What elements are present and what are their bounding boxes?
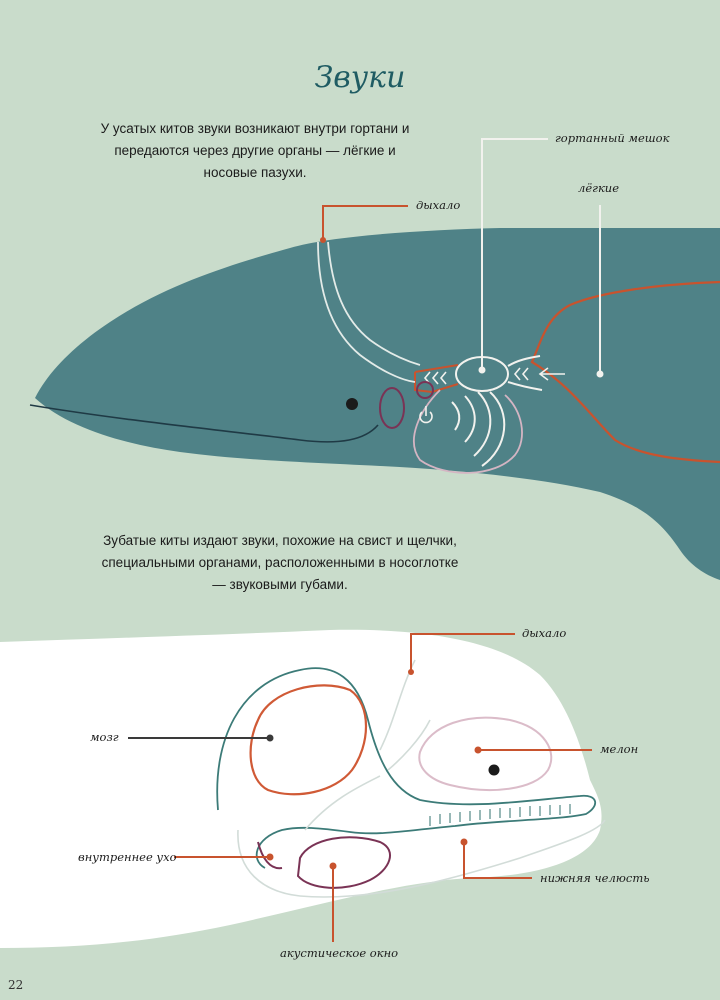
larynx-small-circle <box>416 381 434 399</box>
baleen-whale-mouthline <box>29 404 379 443</box>
rotation-symbol <box>419 406 433 424</box>
label-laryngeal-sac: гортанный мешок <box>555 131 670 145</box>
page-title: Звуки <box>314 60 406 95</box>
toothed-whale-eye <box>488 764 500 776</box>
acoustic-window-dot <box>329 862 337 870</box>
blowhole-leader-bottom <box>410 633 515 672</box>
label-brain: мозг <box>90 730 119 744</box>
label-blowhole-baleen: дыхало <box>416 198 461 212</box>
skull-outline <box>216 667 596 869</box>
page-number: 22 <box>8 978 24 992</box>
toothed-whale-body <box>0 629 602 948</box>
label-melon: мелон <box>600 742 639 756</box>
brain-dot <box>266 734 274 742</box>
label-inner-ear: внутреннее ухо <box>78 850 177 864</box>
lungs-dot <box>596 370 604 378</box>
teeth-row <box>429 804 571 826</box>
laryngeal-leader <box>481 138 548 370</box>
lower-jaw-dot <box>460 838 468 846</box>
baleen-ear-shape <box>379 387 405 429</box>
blowhole-leader-top <box>322 205 408 240</box>
label-blowhole-toothed: дыхало <box>522 626 567 640</box>
blowhole-dot-bottom <box>408 669 414 675</box>
toothed-whale-paragraph: Зубатые киты издают звуки, похожие на св… <box>101 533 459 592</box>
inner-ear-shape <box>257 841 283 870</box>
inner-ear-dot <box>266 853 274 861</box>
blowhole-dot-top <box>320 237 326 243</box>
lungs-outline <box>530 280 720 464</box>
label-acoustic-window: акустическое окно <box>280 946 399 960</box>
melon-shape <box>418 716 553 791</box>
laryngeal-dot <box>478 366 486 374</box>
laryngeal-outline <box>414 364 459 394</box>
baleen-whale-body <box>35 228 720 580</box>
brain-shape <box>249 684 368 796</box>
nasal-passage-lines <box>317 241 421 383</box>
sound-arrows <box>423 367 565 385</box>
acoustic-window-shape <box>296 836 392 889</box>
sinus-outline <box>413 389 523 474</box>
baleen-whale-paragraph: У усатых китов звуки возникают внутри го… <box>100 121 410 180</box>
label-lungs: лёгкие <box>578 181 620 195</box>
sound-waves <box>451 391 506 467</box>
baleen-whale-eye <box>346 398 358 410</box>
trachea-lines <box>507 355 543 391</box>
lower-jaw-leader <box>463 842 532 879</box>
melon-dot <box>474 746 482 754</box>
skull-lower-outline <box>237 659 606 898</box>
label-lower-jaw: нижняя челюсть <box>540 871 650 885</box>
